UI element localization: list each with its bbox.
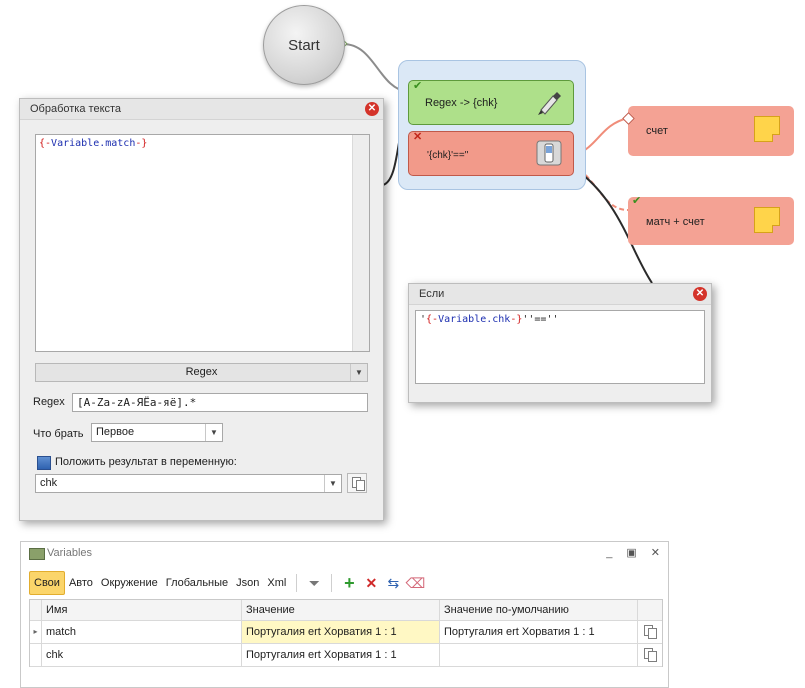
variable-select-value: chk (40, 477, 58, 489)
error-x-icon: ✕ (413, 131, 423, 143)
text-editor[interactable]: {-Variable.match-} (35, 134, 370, 352)
text-processing-dialog: Обработка текста ✕ {-Variable.match-} Re… (19, 98, 384, 521)
sticky-note-icon (754, 207, 780, 233)
action-if-label: '{chk}'==" (427, 150, 469, 161)
eraser-icon[interactable]: ⌫ (405, 574, 426, 591)
start-node[interactable]: Start (263, 5, 345, 85)
editor-content: {-Variable.match-} (39, 138, 148, 149)
cell-default[interactable] (440, 644, 638, 666)
chevron-down-icon[interactable]: ▼ (324, 475, 341, 492)
note-match-score[interactable]: ✔ матч + счет (628, 195, 794, 245)
variables-window-icon (29, 548, 45, 560)
table-row[interactable]: ▸ match Португалия ert Хорватия 1 : 1 По… (30, 621, 662, 644)
column-header-value[interactable]: Значение (242, 600, 440, 620)
copy-icon[interactable] (347, 473, 367, 493)
delete-icon[interactable]: ✕ (365, 574, 378, 591)
take-select-value: Первое (96, 426, 135, 438)
variable-select[interactable]: chk ▼ (35, 474, 342, 493)
dialog-title: Если (419, 288, 445, 300)
copy-icon[interactable] (642, 646, 658, 663)
chevron-down-icon[interactable]: ▼ (350, 364, 367, 381)
dialog-titlebar: Если ✕ (409, 284, 711, 305)
switch-icon (536, 140, 562, 166)
note-match-score-label: матч + счет (646, 216, 705, 228)
variables-table: Имя Значение Значение по-умолчанию ▸ mat… (29, 599, 663, 667)
close-icon[interactable]: ✕ (693, 287, 707, 301)
mode-select[interactable]: Regex ▼ (35, 363, 368, 382)
cell-name[interactable]: chk (42, 644, 242, 666)
window-controls: _▣✕ (606, 542, 660, 565)
row-pointer (30, 644, 42, 666)
take-label: Что брать (33, 428, 84, 440)
condition-editor[interactable]: '{-Variable.chk-}''=='' (415, 310, 705, 384)
minimize-icon[interactable]: _ (606, 547, 627, 559)
sticky-note-icon (754, 116, 780, 142)
filter-icon[interactable]: ⏷ (308, 574, 320, 591)
tab-global[interactable]: Глобальные (165, 577, 229, 589)
action-regex[interactable]: ✔ Regex -> {chk} (408, 80, 574, 125)
row-copy (638, 621, 662, 643)
note-score-label: счет (646, 125, 668, 137)
rename-icon[interactable]: ⇆ (387, 574, 400, 591)
row-indicator-header (30, 600, 42, 620)
note-score[interactable]: счет (628, 106, 794, 156)
take-select[interactable]: Первое ▼ (91, 423, 223, 442)
mode-select-value: Regex (185, 366, 218, 378)
close-icon[interactable]: ✕ (650, 547, 660, 559)
restore-icon[interactable]: ▣ (626, 547, 651, 559)
regex-input[interactable]: [A-Za-zА-ЯЁа-яё].* (72, 393, 368, 412)
start-label: Start (288, 36, 320, 54)
table-header: Имя Значение Значение по-умолчанию (30, 600, 662, 621)
column-header-name[interactable]: Имя (42, 600, 242, 620)
tab-auto[interactable]: Авто (68, 577, 93, 589)
variables-panel: Variables _▣✕ Свои Авто Окружение Глобал… (20, 541, 669, 688)
tab-xml[interactable]: Xml (267, 577, 287, 589)
pen-icon (538, 92, 561, 115)
row-copy (638, 644, 662, 666)
copy-icon[interactable] (642, 623, 658, 640)
toolbar-separator (296, 574, 298, 592)
cell-default[interactable]: Португалия ert Хорватия 1 : 1 (440, 621, 638, 643)
check-icon: ✔ (632, 195, 642, 207)
action-if[interactable]: ✕ '{chk}'==" (408, 131, 574, 176)
check-icon: ✔ (413, 80, 423, 92)
dialog-title: Обработка текста (30, 103, 122, 115)
condition-content: '{-Variable.chk-}''=='' (420, 314, 559, 325)
cell-value[interactable]: Португалия ert Хорватия 1 : 1 (242, 644, 440, 666)
column-header-actions (638, 600, 662, 620)
if-dialog: Если ✕ '{-Variable.chk-}''=='' (408, 283, 712, 403)
toolbar-separator (331, 574, 333, 592)
action-regex-label: Regex -> {chk} (425, 97, 498, 109)
row-pointer-icon: ▸ (30, 621, 42, 643)
editor-scrollbar[interactable] (352, 135, 369, 351)
cell-value[interactable]: Португалия ert Хорватия 1 : 1 (242, 621, 440, 643)
chevron-down-icon[interactable]: ▼ (205, 424, 222, 441)
tab-environment[interactable]: Окружение (100, 577, 158, 589)
add-icon[interactable]: + (344, 572, 355, 593)
save-result-checkbox[interactable] (37, 456, 51, 470)
close-icon[interactable]: ✕ (365, 102, 379, 116)
save-result-label: Положить результат в переменную: (55, 456, 237, 468)
variables-title: Variables (47, 547, 93, 559)
tab-own[interactable]: Свои (29, 571, 65, 595)
table-row[interactable]: chk Португалия ert Хорватия 1 : 1 (30, 644, 662, 667)
variables-titlebar: Variables _▣✕ (21, 542, 668, 565)
cell-name[interactable]: match (42, 621, 242, 643)
dialog-titlebar: Обработка текста ✕ (20, 99, 383, 120)
regex-label: Regex (33, 396, 65, 408)
column-header-default[interactable]: Значение по-умолчанию (440, 600, 638, 620)
tab-json[interactable]: Json (236, 577, 260, 589)
variables-toolbar: Свои Авто Окружение Глобальные Json Xml … (29, 570, 426, 596)
